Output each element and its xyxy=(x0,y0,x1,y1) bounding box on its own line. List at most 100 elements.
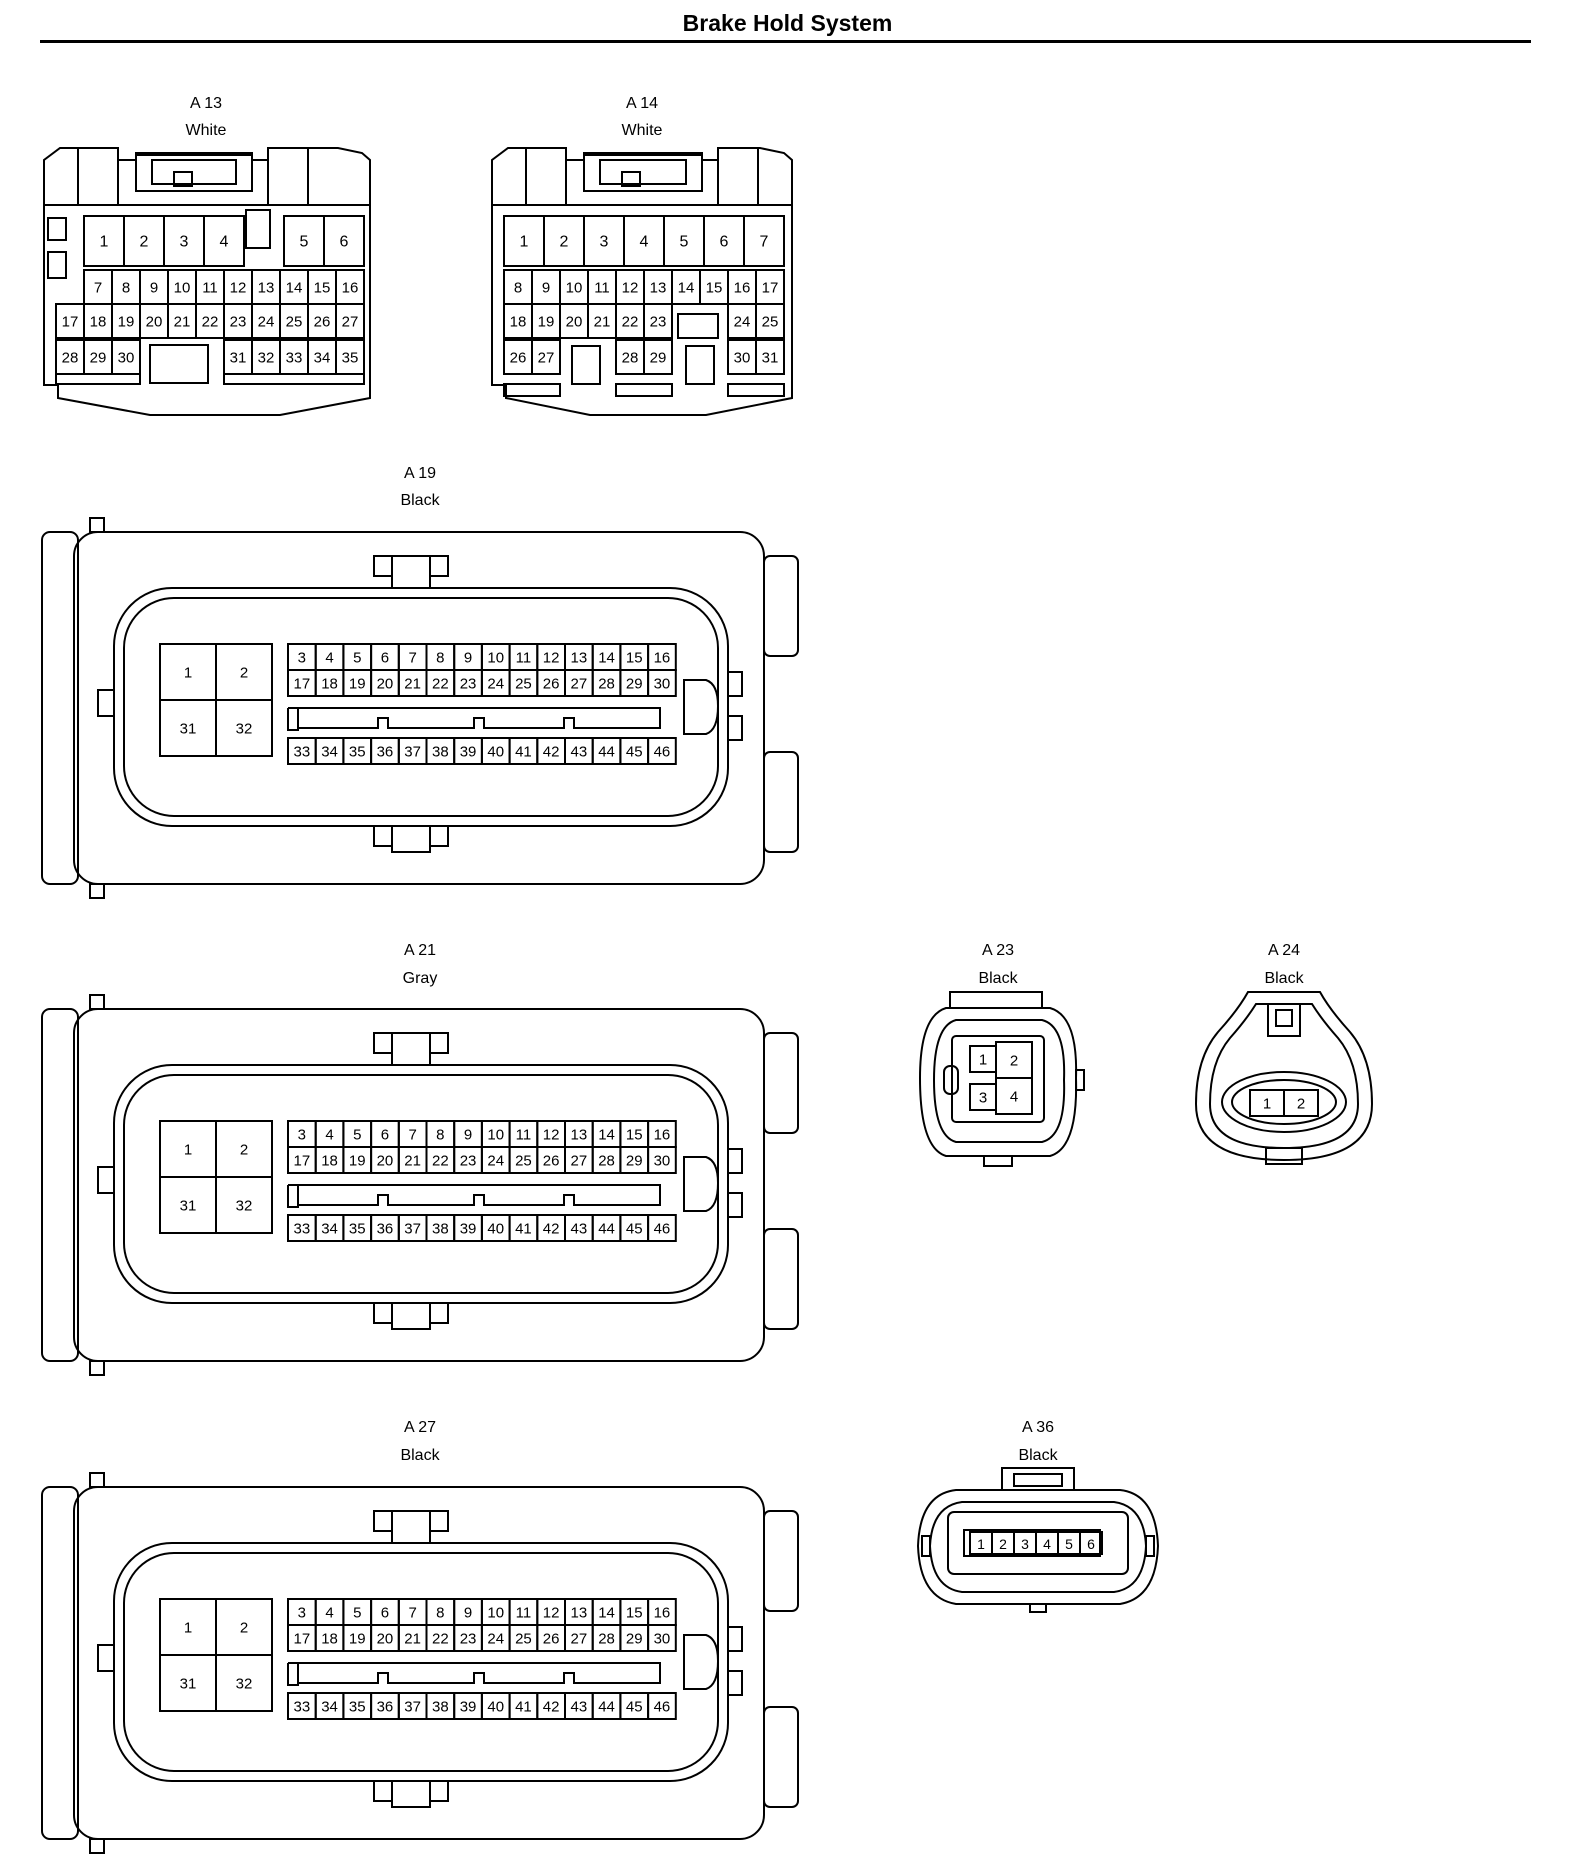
a13-pin-35: 35 xyxy=(335,339,365,375)
a19-pin-46-box xyxy=(647,737,677,765)
a21-pin-3: 3 xyxy=(287,1120,317,1148)
a21-pin-24: 24 xyxy=(480,1146,511,1174)
a13-pin-9-label: 9 xyxy=(150,280,158,297)
connector-a21-color: Gray xyxy=(403,970,438,987)
a36-pin-6: 6 xyxy=(1079,1531,1103,1555)
a21-pin-12: 12 xyxy=(536,1120,566,1148)
a13-pin-24-label: 24 xyxy=(258,314,275,331)
a21-pin-31: 31 xyxy=(159,1176,217,1234)
a13-pin-27-box xyxy=(335,303,365,339)
a19-pin-42-label: 42 xyxy=(543,744,560,761)
a21-pin-29: 29 xyxy=(619,1146,650,1174)
a14-pin-16-label: 16 xyxy=(734,280,751,297)
a19-pin-44: 44 xyxy=(591,737,622,765)
a19-pin-11-label: 11 xyxy=(516,650,532,667)
a27-pin-17-label: 17 xyxy=(294,1631,311,1648)
a21-pin-43-label: 43 xyxy=(571,1221,588,1238)
a14-pin-26-label: 26 xyxy=(510,350,527,367)
a13-pin-20-label: 20 xyxy=(146,314,163,331)
a27-pin-29-label: 29 xyxy=(626,1631,643,1648)
a19-pin-13-label: 13 xyxy=(571,650,588,667)
a27-pin-1-label: 1 xyxy=(184,1620,192,1637)
a14-key-block xyxy=(677,313,719,339)
a36-pin-6-label: 6 xyxy=(1087,1536,1095,1552)
a19-pin-16: 16 xyxy=(647,643,677,671)
a27-pin-37: 37 xyxy=(397,1692,428,1720)
a13-pin-28: 28 xyxy=(55,339,85,375)
a27-pin-16: 16 xyxy=(647,1598,677,1626)
a21-pin-30-label: 30 xyxy=(654,1153,671,1170)
a13-pin-6-box xyxy=(323,215,365,267)
a14-pin-17-label: 17 xyxy=(762,280,779,297)
a13-pin-8: 8 xyxy=(111,269,141,305)
a13-pin-4: 4 xyxy=(203,215,245,267)
connector-a23-housing xyxy=(918,991,1085,1167)
a19-pin-30-label: 30 xyxy=(654,676,671,693)
a19-pin-3-label: 3 xyxy=(298,650,306,667)
a19-pin-3: 3 xyxy=(287,643,317,671)
a21-pin-25-label: 25 xyxy=(515,1153,532,1170)
a27-pin-21-label: 21 xyxy=(404,1631,421,1648)
a27-pin-23: 23 xyxy=(453,1624,483,1652)
a14-pin-25-label: 25 xyxy=(762,314,779,331)
a14-pin-5-label: 5 xyxy=(680,234,689,251)
a19-pin-15: 15 xyxy=(619,643,650,671)
a14-pin-21: 21 xyxy=(587,303,617,339)
a21-pin-10: 10 xyxy=(480,1120,511,1148)
a13-pin-23-label: 23 xyxy=(230,314,247,331)
a27-pin-11: 11 xyxy=(508,1598,539,1626)
a19-pin-1: 1 xyxy=(159,643,217,701)
a21-pin-45-label: 45 xyxy=(626,1221,643,1238)
a14-pin-26: 26 xyxy=(503,339,533,375)
a27-pin-4-label: 4 xyxy=(325,1605,333,1622)
a13-pin-34: 34 xyxy=(307,339,337,375)
a27-pin-9-label: 9 xyxy=(464,1605,472,1622)
a27-pin-26: 26 xyxy=(536,1624,566,1652)
a13-pin-4-label: 4 xyxy=(220,234,229,251)
a19-pin-39-label: 39 xyxy=(460,744,477,761)
a21-pin-2-label: 2 xyxy=(240,1142,248,1159)
a13-pin-14-label: 14 xyxy=(286,280,303,297)
a13-pin-1: 1 xyxy=(83,215,125,267)
connector-a24-id: A 24 xyxy=(1268,942,1300,959)
a21-pin-13: 13 xyxy=(564,1120,594,1148)
a13-pin-12: 12 xyxy=(223,269,253,305)
a27-pin-9: 9 xyxy=(453,1598,483,1626)
a19-pin-24-label: 24 xyxy=(487,676,504,693)
a19-pin-33: 33 xyxy=(287,737,317,765)
a13-pin-31-label: 31 xyxy=(230,350,247,367)
a19-pin-6: 6 xyxy=(370,643,400,671)
a36-pin-4: 4 xyxy=(1035,1531,1059,1555)
connector-a13-color: White xyxy=(186,122,227,139)
a27-pin-14: 14 xyxy=(591,1598,622,1626)
a19-pin-46: 46 xyxy=(647,737,677,765)
a27-pin-18-label: 18 xyxy=(321,1631,338,1648)
a14-pin-22: 22 xyxy=(615,303,645,339)
page-title: Brake Hold System xyxy=(682,10,893,36)
a21-pin-41: 41 xyxy=(508,1214,539,1242)
a27-pin-3-label: 3 xyxy=(298,1605,306,1622)
a14-pin-15-label: 15 xyxy=(706,280,723,297)
a21-pin-21-label: 21 xyxy=(404,1153,421,1170)
a21-pin-5-label: 5 xyxy=(353,1127,361,1144)
a21-pin-23: 23 xyxy=(453,1146,483,1174)
a13-pin-25-label: 25 xyxy=(286,314,303,331)
a21-pin-18: 18 xyxy=(314,1146,345,1174)
a27-pin-20-label: 20 xyxy=(377,1631,394,1648)
a13-pin-11-label: 11 xyxy=(202,280,218,297)
a27-pin-10: 10 xyxy=(480,1598,511,1626)
a21-pin-23-label: 23 xyxy=(460,1153,477,1170)
a36-pin-1-label: 1 xyxy=(977,1536,985,1552)
a21-pin-33-label: 33 xyxy=(294,1221,311,1238)
a13-pin-10-label: 10 xyxy=(174,280,191,297)
a14-pin-14: 14 xyxy=(671,269,701,305)
a27-pin-1: 1 xyxy=(159,1598,217,1656)
a14-pin-31-box xyxy=(755,339,785,375)
a14-pin-23-box xyxy=(643,303,673,339)
